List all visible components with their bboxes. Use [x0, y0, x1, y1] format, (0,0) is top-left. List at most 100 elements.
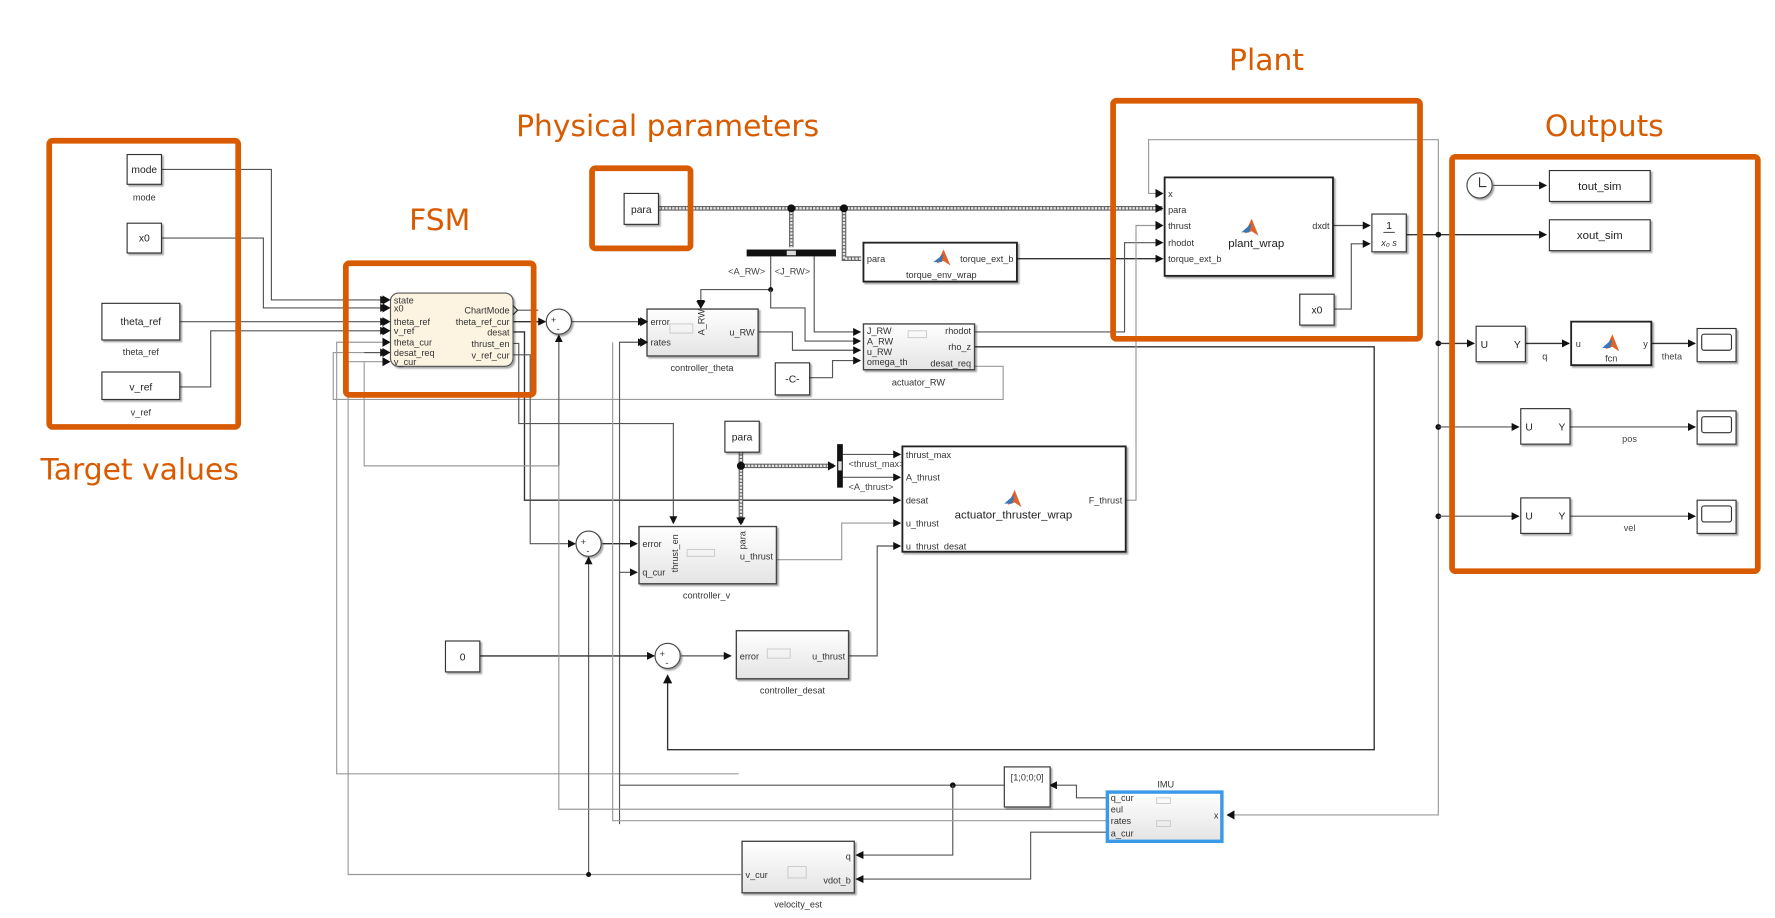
velocity-est-in: v_cur — [745, 870, 767, 880]
constant-c-text: -C- — [785, 374, 799, 385]
constant-c-block[interactable]: -C- — [774, 362, 811, 396]
controller-desat-out: u_thrust — [812, 651, 845, 661]
fsm-chart-block[interactable]: state x0 theta_ref v_ref theta_cur desat… — [382, 292, 519, 367]
controller-desat-block[interactable]: error u_thrust controller_desat — [735, 630, 850, 696]
physical-parameters-label: Physical parameters — [516, 109, 819, 144]
fsm-input-ports — [382, 295, 391, 367]
para-text: para — [631, 205, 652, 216]
actuator-rw-block[interactable]: J_RW A_RW u_RW omega_th rhodot rho_z des… — [862, 323, 976, 388]
zero-constant-block[interactable]: 0 — [444, 640, 481, 673]
thruster-in-desat: desat — [906, 496, 929, 506]
sum-block-v[interactable]: + - — [575, 530, 602, 557]
selector-u: U — [1525, 422, 1532, 433]
controller-v-in-q-cur: q_cur — [642, 568, 665, 578]
controller-v-in-para: para — [737, 530, 747, 549]
fcn-in: u — [1576, 339, 1581, 349]
fsm-in-desat-req: desat_req — [394, 348, 435, 358]
signal-label-q: q — [1542, 351, 1547, 361]
controller-theta-name: controller_theta — [670, 363, 734, 373]
xout-sim-block[interactable]: xout_sim — [1548, 219, 1651, 252]
velocity-est-name: velocity_est — [774, 900, 822, 910]
scope-vel[interactable] — [1696, 499, 1737, 534]
bus-selector-thrust[interactable]: <thrust_max> <A_thrust> — [837, 444, 904, 492]
sum-block-theta[interactable]: + - — [545, 308, 573, 335]
fsm-out-desat: desat — [487, 327, 510, 337]
signal-label-theta: theta — [1662, 351, 1683, 361]
selector-q-block[interactable]: U Y — [1475, 325, 1526, 363]
imu-out-a-cur: a_cur — [1111, 829, 1134, 839]
controller-v-in-error: error — [642, 539, 661, 549]
tout-sim-block[interactable]: tout_sim — [1548, 169, 1651, 203]
torque-env-wrap-block[interactable]: para torque_ext_b torque_env_wrap — [862, 241, 1018, 283]
controller-v-name: controller_v — [683, 591, 731, 601]
mode-block[interactable]: mode mode — [126, 153, 163, 203]
plant-wrap-block[interactable]: x para thrust rhodot torque_ext_b dxdt p… — [1163, 176, 1334, 277]
imu-in-x: x — [1214, 810, 1219, 820]
integrator-den: x₀ s — [1380, 238, 1397, 248]
plant-x0-block[interactable]: x0 — [1299, 293, 1335, 326]
scope-pos[interactable] — [1696, 410, 1737, 445]
bus-label-a-thrust: <A_thrust> — [849, 482, 894, 492]
thruster-in-thrust-max: thrust_max — [906, 450, 952, 460]
clock-block[interactable] — [1466, 172, 1493, 199]
scope-icon — [1701, 333, 1733, 351]
selector-vel-block[interactable]: U Y — [1520, 497, 1571, 534]
signal-label-vel: vel — [1624, 523, 1636, 533]
actuator-rw-in-j-rw: J_RW — [867, 326, 892, 336]
fcn-block[interactable]: u y fcn — [1570, 320, 1653, 367]
actuator-rw-name: actuator_RW — [892, 378, 946, 388]
controller-theta-out: u_RW — [729, 327, 755, 337]
controller-v-block[interactable]: error q_cur thrust_en para u_thrust cont… — [638, 525, 778, 601]
plant-in-torque-ext-b: torque_ext_b — [1168, 254, 1221, 264]
fsm-in-v-ref: v_ref — [394, 326, 415, 336]
controller-theta-in-rates: rates — [650, 338, 671, 348]
actuator-thruster-wrap-block[interactable]: thrust_max A_thrust desat u_thrust u_thr… — [901, 445, 1127, 553]
plant-label: Plant — [1229, 43, 1304, 78]
controller-theta-in-a-rw: A_RW — [696, 309, 706, 336]
target-values-label: Target values — [40, 453, 239, 488]
xout-sim-text: xout_sim — [1577, 230, 1623, 242]
para-mid-block[interactable]: para — [724, 420, 760, 453]
scope-theta[interactable] — [1696, 327, 1737, 363]
velocity-est-vdot-b: vdot_b — [823, 876, 850, 886]
fsm-out-chartmode: ChartMode — [464, 306, 509, 316]
bus-selector-rw[interactable]: <A_RW> <J_RW> — [728, 249, 836, 277]
fsm-in-state: state — [394, 295, 414, 305]
actuator-rw-out-rho-z: rho_z — [948, 342, 971, 352]
matlab-function-icon-part — [1602, 338, 1613, 348]
integrator-block[interactable]: 1 x₀ s — [1371, 213, 1407, 253]
velocity-est-block[interactable]: v_cur q vdot_b velocity_est — [741, 840, 855, 910]
fsm-out-v-ref-cur: v_ref_cur — [471, 350, 509, 360]
controller-theta-block[interactable]: error rates A_RW u_RW controller_theta — [640, 301, 759, 373]
v-ref-block[interactable]: v_ref v_ref — [101, 371, 181, 418]
thruster-in-u-thrust-desat: u_thrust_desat — [906, 541, 967, 551]
imu-out-eul: eul — [1111, 805, 1123, 815]
imu-out-rates: rates — [1111, 816, 1132, 826]
fsm-in-theta-ref: theta_ref — [394, 317, 431, 327]
sum-plus: + — [581, 537, 586, 547]
plant-in-rhodot: rhodot — [1168, 238, 1194, 248]
thruster-name: actuator_thruster_wrap — [955, 510, 1073, 522]
init-quaternion-block[interactable]: [1;0;0;0] — [1003, 766, 1051, 808]
controller-v-out: u_thrust — [740, 552, 773, 562]
imu-block[interactable]: IMU q_cur eul rates a_cur x — [1105, 780, 1224, 844]
clock-icon — [1478, 177, 1487, 188]
selector-u: U — [1525, 512, 1532, 523]
selector-pos-block[interactable]: U Y — [1520, 408, 1571, 445]
theta-ref-block[interactable]: theta_ref theta_ref — [101, 302, 181, 357]
controller-desat-in: error — [740, 651, 759, 661]
v-ref-text: v_ref — [129, 382, 152, 393]
selector-y: Y — [1559, 512, 1566, 523]
signal-label-pos: pos — [1622, 434, 1637, 444]
outputs-label: Outputs — [1545, 109, 1664, 144]
x0-input-text: x0 — [139, 234, 150, 245]
fsm-in-v-cur: v_cur — [394, 357, 416, 367]
plant-in-x: x — [1168, 189, 1173, 199]
sum-minus: - — [665, 658, 668, 668]
para-constant-block[interactable]: para — [623, 192, 660, 225]
matlab-function-icon-part — [1241, 223, 1252, 233]
x0-input-block[interactable]: x0 — [126, 222, 163, 254]
annotation-labels: Target values FSM Physical parameters Pl… — [40, 43, 1664, 488]
sum-block-desat[interactable]: + - — [654, 642, 681, 670]
